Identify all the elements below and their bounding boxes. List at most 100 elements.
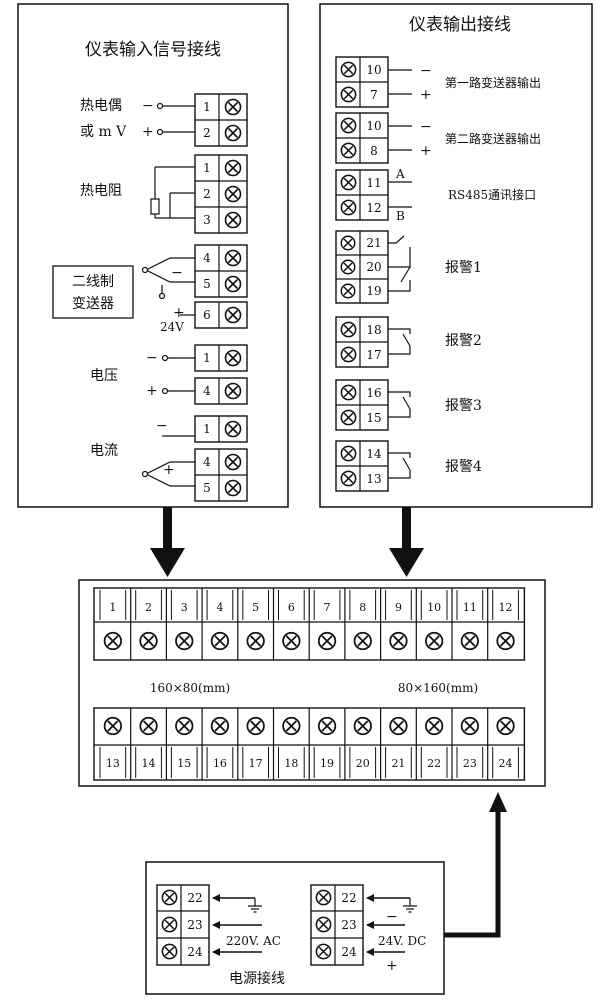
terminal-number: 3 — [203, 213, 211, 227]
terminal-number: 15 — [177, 757, 191, 770]
screw-icon — [340, 409, 357, 426]
alarm2-group: 18 17 报警2 — [335, 316, 482, 368]
dc-voltage-label: 24V. DC — [378, 934, 426, 948]
screw-icon — [340, 199, 357, 216]
screw-icon — [315, 889, 332, 906]
down-arrows — [150, 507, 424, 577]
terminal-number: 4 — [203, 384, 211, 398]
screw-icon — [103, 716, 122, 736]
terminal-number: 5 — [203, 277, 211, 291]
terminal-block-transmitter: 4 5 6 — [194, 244, 248, 329]
screw-icon — [353, 631, 372, 651]
screw-icon — [139, 716, 158, 736]
screw-icon — [340, 86, 357, 103]
output-panel: 仪表输出接线 10 7 − + 第一路变送器输出 10 8 — [319, 3, 593, 508]
screw-icon — [224, 349, 242, 367]
terminal-number: 19 — [320, 757, 334, 770]
voltage-minus-sign: − — [146, 350, 158, 366]
screw-icon — [224, 185, 242, 203]
terminal-number: 12 — [499, 601, 513, 614]
thermocouple-label-mv: 或 m V — [80, 124, 127, 140]
terminal-number: 22 — [187, 891, 202, 905]
screw-icon — [224, 159, 242, 177]
terminal-number: 11 — [463, 601, 477, 614]
screw-icon — [224, 306, 242, 324]
ground-icon — [248, 905, 262, 913]
ground-icon — [403, 905, 417, 913]
terminal-block-current: 1 4 5 — [194, 415, 248, 502]
terminal-number: 24 — [187, 945, 203, 959]
ac-terminal-block: 22 23 24 220V. AC — [156, 884, 281, 966]
terminal-number: 1 — [203, 422, 211, 436]
rs485-group: 11 12 A B RS485通讯接口 — [335, 167, 536, 223]
screw-icon — [389, 716, 408, 736]
tr1-minus-sign: − — [420, 63, 432, 79]
arrow-down-icon — [389, 548, 424, 577]
terminal-number: 2 — [203, 187, 211, 201]
terminal-number: 23 — [187, 918, 202, 932]
terminal-number: 12 — [366, 201, 381, 215]
thermocouple-group: 热电偶 或 m V − + 1 2 — [80, 93, 248, 147]
screw-icon — [315, 943, 332, 960]
transmitter2-group: 10 8 − + 第二路变送器输出 — [335, 112, 541, 164]
power-feed-arrow — [444, 792, 507, 938]
screw-icon — [340, 346, 357, 363]
transmitter1-label: 第一路变送器输出 — [445, 75, 541, 90]
screw-icon — [224, 249, 242, 267]
screw-icon — [246, 631, 265, 651]
terminal-number: 19 — [366, 284, 381, 298]
terminal-number: 22 — [427, 757, 441, 770]
transmitter2-label: 第二路变送器输出 — [445, 131, 541, 146]
terminal-number: 21 — [366, 236, 381, 250]
alarm4-group: 14 13 报警4 — [335, 440, 482, 492]
screw-icon — [496, 716, 515, 736]
screw-icon — [340, 321, 357, 338]
terminal-number: 1 — [203, 100, 211, 114]
terminal-number: 23 — [463, 757, 477, 770]
transmitter-voltage: 24V — [160, 320, 184, 334]
dc-minus-sign: − — [386, 909, 398, 925]
terminal-number: 14 — [366, 447, 382, 461]
terminal-number: 5 — [203, 481, 211, 495]
tr2-minus-sign: − — [420, 119, 432, 135]
thermocouple-label: 热电偶 — [80, 98, 122, 114]
power-panel: 22 23 24 220V. AC 22 23 24 — [145, 861, 445, 995]
terminal-number: 13 — [106, 757, 120, 770]
terminal-number: 2 — [145, 601, 152, 614]
screw-icon — [161, 916, 178, 933]
terminal-number: 2 — [203, 126, 211, 140]
screw-icon — [210, 631, 230, 651]
terminal-block-voltage: 1 4 — [194, 344, 248, 405]
screw-icon — [103, 631, 122, 651]
screw-icon — [340, 117, 357, 134]
output-panel-title: 仪表输出接线 — [409, 15, 511, 35]
screw-icon — [425, 716, 444, 736]
terminal-number: 1 — [203, 351, 211, 365]
terminal-number: 1 — [203, 161, 211, 175]
current-plus-sign: + — [163, 462, 175, 478]
screw-icon — [353, 716, 372, 736]
terminal-number: 1 — [109, 601, 116, 614]
power-panel-title: 电源接线 — [229, 970, 285, 987]
alarm1-label: 报警1 — [445, 260, 482, 276]
terminal-number: 10 — [366, 63, 381, 77]
arrow-down-icon — [150, 548, 185, 577]
input-panel-title: 仪表输入信号接线 — [85, 40, 221, 60]
rs485-label: RS485通讯接口 — [448, 187, 536, 202]
screw-icon — [340, 235, 356, 251]
screw-icon — [460, 631, 479, 651]
transmitter-plus-sign: + — [173, 305, 185, 321]
screw-icon — [161, 889, 178, 906]
ac-voltage-label: 220V. AC — [226, 934, 281, 948]
terminal-number: 3 — [181, 601, 188, 614]
alarm4-label: 报警4 — [445, 459, 482, 475]
screw-icon — [496, 631, 515, 651]
terminal-number: 5 — [252, 601, 259, 614]
tr1-plus-sign: + — [420, 87, 432, 103]
terminal-number: 23 — [341, 918, 356, 932]
screw-icon — [389, 631, 408, 651]
terminal-number: 9 — [395, 601, 402, 614]
